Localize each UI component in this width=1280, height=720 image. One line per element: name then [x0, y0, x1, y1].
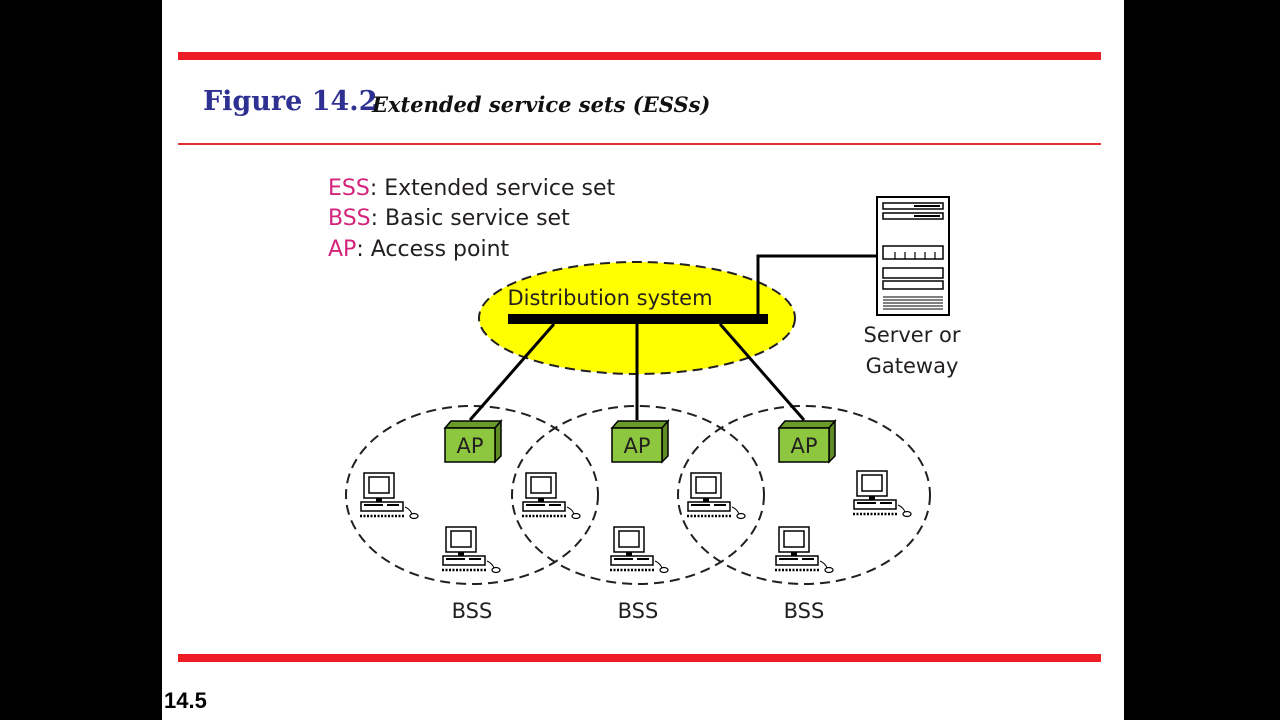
- distribution-system-label: Distribution system: [507, 286, 712, 310]
- ap-label-2: AP: [623, 434, 650, 458]
- bss-circle-2: [511, 405, 765, 585]
- figure-caption: Extended service sets (ESSs): [372, 92, 711, 117]
- bss-label-3: BSS: [784, 599, 825, 623]
- station-icon: [685, 471, 747, 520]
- station-icon: [358, 471, 420, 520]
- server-label-line2: Gateway: [866, 354, 959, 378]
- legend-bss: BSS: Basic service set: [328, 206, 570, 231]
- link-server: [756, 254, 877, 314]
- ap-label-1: AP: [456, 434, 483, 458]
- station-icon: [773, 525, 835, 574]
- top-red-rule: [178, 52, 1101, 60]
- legend-bss-abbr: BSS: [328, 206, 371, 231]
- legend-ess-abbr: ESS: [328, 176, 370, 201]
- bottom-red-rule: [178, 654, 1101, 662]
- server-icon: [876, 196, 950, 316]
- access-point-1: AP: [443, 418, 503, 464]
- station-icon: [608, 525, 670, 574]
- ess-diagram: Distribution system: [345, 196, 961, 623]
- link-ap-3: [718, 323, 806, 421]
- title-underline: [178, 143, 1101, 145]
- legend-ess-text: : Extended service set: [369, 176, 616, 201]
- link-ap-1: [468, 323, 556, 421]
- station-icon: [520, 471, 582, 520]
- bss-label-2: BSS: [618, 599, 659, 623]
- access-point-2: AP: [610, 418, 670, 464]
- bss-circle-1: [345, 405, 599, 585]
- legend-ap-text: : Access point: [356, 237, 510, 262]
- legend-bss-text: : Basic service set: [370, 206, 570, 231]
- server-label-line1: Server or: [863, 323, 960, 347]
- page-number: 14.5: [164, 688, 207, 713]
- figure-number: Figure 14.2: [203, 86, 378, 117]
- station-icon: [851, 469, 913, 518]
- slide: Figure 14.2 Extended service sets (ESSs)…: [162, 0, 1124, 720]
- ap-label-3: AP: [790, 434, 817, 458]
- station-icon: [440, 525, 502, 574]
- legend-ap-abbr: AP: [328, 237, 357, 262]
- legend-ess: ESS: Extended service set: [328, 176, 615, 201]
- distribution-bus: [508, 314, 768, 324]
- legend-ap: AP: Access point: [328, 237, 509, 262]
- access-point-3: AP: [777, 418, 837, 464]
- bss-circle-3: [677, 405, 931, 585]
- bss-label-1: BSS: [452, 599, 493, 623]
